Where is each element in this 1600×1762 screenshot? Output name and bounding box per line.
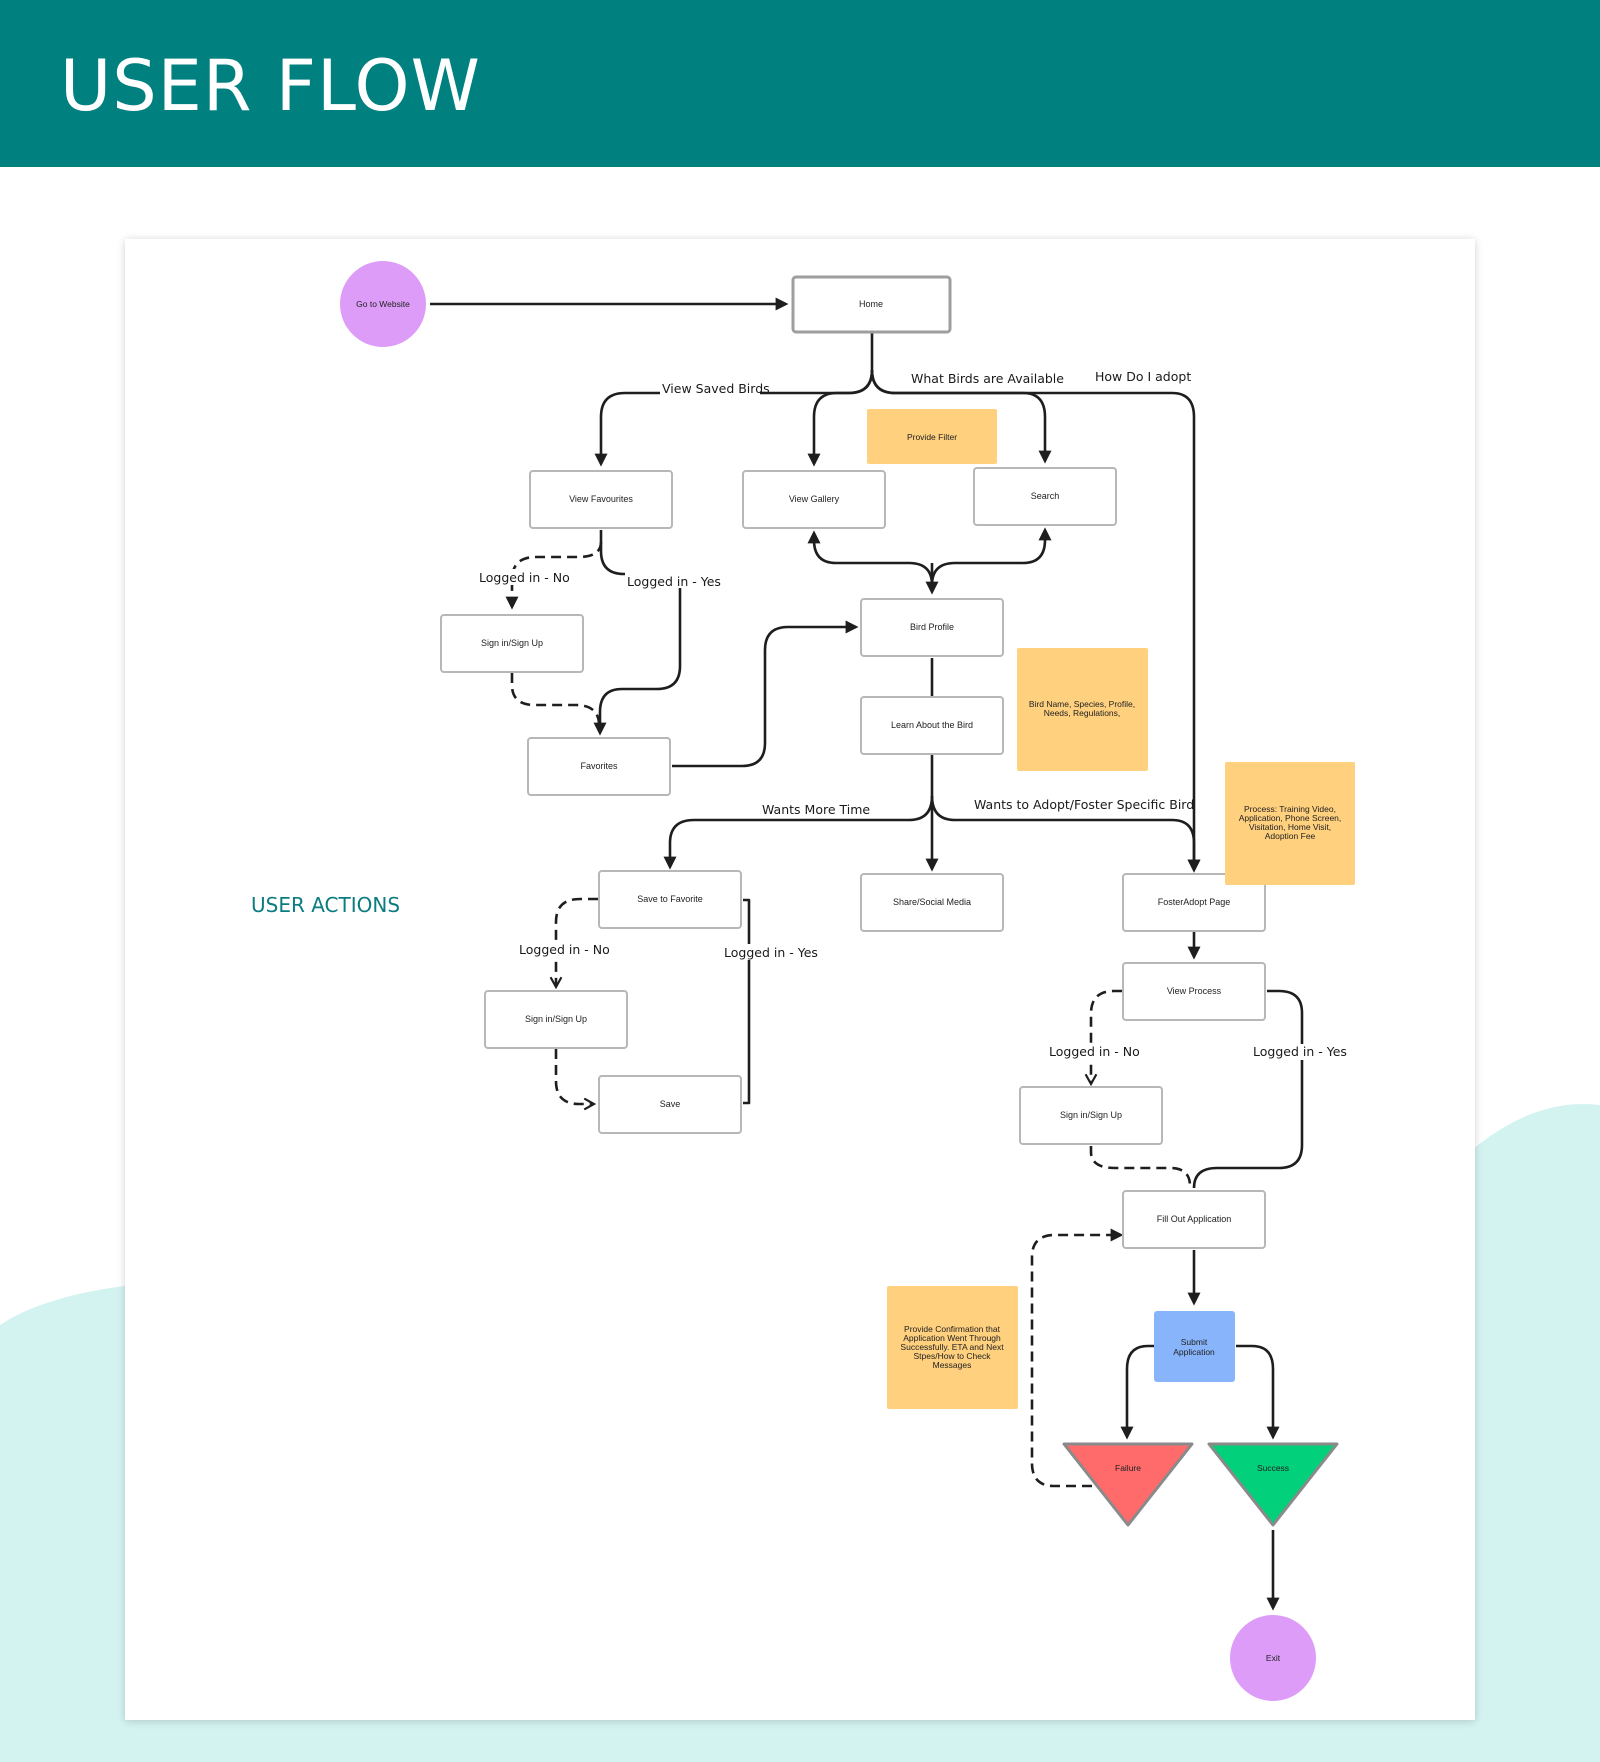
svg-text:Sign in/Sign Up: Sign in/Sign Up xyxy=(481,638,543,648)
node-home[interactable]: Home xyxy=(791,275,952,334)
svg-text:Stpes/How to Check: Stpes/How to Check xyxy=(913,1351,991,1361)
edge-signin1-favorites xyxy=(510,673,601,731)
edge-profile-search xyxy=(930,527,1052,586)
label-wants-adopt: Wants to Adopt/Foster Specific Bird xyxy=(974,797,1194,812)
svg-text:Messages: Messages xyxy=(933,1360,972,1370)
node-bird-profile[interactable]: Bird Profile xyxy=(860,598,1004,657)
edges xyxy=(430,297,1304,1611)
svg-text:View Favourites: View Favourites xyxy=(569,494,633,504)
page-header: USER FLOW xyxy=(0,0,1600,167)
edge-process-yes xyxy=(1192,989,1304,1189)
svg-text:Application: Application xyxy=(1173,1347,1215,1357)
svg-text:Bird Name, Species, Profile,: Bird Name, Species, Profile, xyxy=(1029,699,1135,709)
svg-text:Sign in/Sign Up: Sign in/Sign Up xyxy=(1060,1110,1122,1120)
svg-text:Success: Success xyxy=(1257,1463,1289,1473)
svg-text:Provide Confirmation that: Provide Confirmation that xyxy=(904,1324,1001,1334)
user-actions-label: USER ACTIONS xyxy=(251,893,401,917)
svg-text:Save to Favorite: Save to Favorite xyxy=(637,894,703,904)
label-logged-no-2: Logged in - No xyxy=(519,942,610,957)
label-logged-no-1: Logged in - No xyxy=(479,570,570,585)
svg-text:Learn About the Bird: Learn About the Bird xyxy=(891,720,973,730)
svg-text:Successfully. ETA and Next: Successfully. ETA and Next xyxy=(900,1342,1004,1352)
label-view-saved-birds: View Saved Birds xyxy=(662,381,770,396)
exit-node[interactable]: Exit xyxy=(1230,1615,1316,1701)
svg-text:Fill Out Application: Fill Out Application xyxy=(1157,1214,1232,1224)
edge-signin3-fill xyxy=(1089,1146,1192,1187)
svg-text:View Gallery: View Gallery xyxy=(789,494,840,504)
label-logged-yes-1: Logged in - Yes xyxy=(627,574,721,589)
svg-text:Application Went Through: Application Went Through xyxy=(903,1333,1001,1343)
edge-favorites-profile xyxy=(672,620,859,768)
svg-text:Provide Filter: Provide Filter xyxy=(907,432,957,442)
edge-submit-success xyxy=(1236,1344,1280,1440)
svg-text:FosterAdopt Page: FosterAdopt Page xyxy=(1158,897,1231,907)
svg-text:Visitation, Home Visit,: Visitation, Home Visit, xyxy=(1249,822,1331,832)
svg-text:Needs, Regulations,: Needs, Regulations, xyxy=(1044,708,1121,718)
edge-home-foster xyxy=(870,369,1201,873)
svg-text:Application, Phone Screen,: Application, Phone Screen, xyxy=(1239,813,1342,823)
edge-profile-gallery xyxy=(807,530,934,586)
node-save-to-favorite[interactable]: Save to Favorite xyxy=(598,870,742,929)
svg-text:Submit: Submit xyxy=(1181,1337,1208,1347)
start-label: Go to Website xyxy=(356,299,410,309)
node-submit[interactable]: Submit Application xyxy=(1154,1311,1235,1382)
svg-text:Sign in/Sign Up: Sign in/Sign Up xyxy=(525,1014,587,1024)
edge-home-gallery xyxy=(807,369,874,467)
label-how-adopt: How Do I adopt xyxy=(1095,369,1191,384)
node-save[interactable]: Save xyxy=(598,1075,742,1134)
edge-submit-failure xyxy=(1120,1344,1154,1440)
svg-text:Adoption Fee: Adoption Fee xyxy=(1265,831,1316,841)
note-process: Process: Training Video, Application, Ph… xyxy=(1225,762,1355,885)
note-bird-info: Bird Name, Species, Profile, Needs, Regu… xyxy=(1017,648,1148,771)
label-logged-yes-3: Logged in - Yes xyxy=(1253,1044,1347,1059)
node-view-gallery[interactable]: View Gallery xyxy=(742,470,886,529)
svg-text:Save: Save xyxy=(660,1099,681,1109)
note-provide-filter: Provide Filter xyxy=(867,409,997,464)
node-view-favourites[interactable]: View Favourites xyxy=(529,470,673,529)
edge-savefav-no xyxy=(556,897,598,987)
node-favorites[interactable]: Favorites xyxy=(527,737,671,796)
start-node[interactable]: Go to Website xyxy=(340,261,426,347)
node-learn-about[interactable]: Learn About the Bird xyxy=(860,696,1004,755)
node-sign-in-1[interactable]: Sign in/Sign Up xyxy=(440,614,584,673)
edge-labels: View Saved Birds What Birds are Availabl… xyxy=(477,369,1347,1060)
page-title: USER FLOW xyxy=(60,45,481,127)
edge-learn-foster xyxy=(930,795,1201,873)
exit-label: Exit xyxy=(1266,1653,1281,1663)
node-view-process[interactable]: View Process xyxy=(1122,962,1266,1021)
node-search[interactable]: Search xyxy=(973,467,1117,526)
svg-text:Process: Training Video,: Process: Training Video, xyxy=(1244,804,1336,814)
edge-savefav-yes xyxy=(743,898,751,1105)
node-fill-out[interactable]: Fill Out Application xyxy=(1122,1190,1266,1249)
label-what-birds: What Birds are Available xyxy=(911,371,1064,386)
edge-fav-yes xyxy=(593,530,682,736)
edge-home-favourites xyxy=(594,333,874,467)
node-success[interactable]: Success xyxy=(1207,1442,1339,1527)
node-foster-adopt[interactable]: FosterAdopt Page xyxy=(1122,873,1266,932)
svg-text:Share/Social Media: Share/Social Media xyxy=(893,897,971,907)
node-share-social[interactable]: Share/Social Media xyxy=(860,873,1004,932)
svg-text:Search: Search xyxy=(1031,491,1060,501)
svg-text:Home: Home xyxy=(859,299,883,309)
svg-text:View Process: View Process xyxy=(1167,986,1222,996)
label-logged-no-3: Logged in - No xyxy=(1049,1044,1140,1059)
node-sign-in-3[interactable]: Sign in/Sign Up xyxy=(1019,1086,1163,1145)
node-failure[interactable]: Failure xyxy=(1062,1442,1194,1527)
svg-text:Bird Profile: Bird Profile xyxy=(910,622,954,632)
svg-text:Failure: Failure xyxy=(1115,1463,1141,1473)
label-logged-yes-2: Logged in - Yes xyxy=(724,945,818,960)
svg-text:Favorites: Favorites xyxy=(580,761,618,771)
node-sign-in-2[interactable]: Sign in/Sign Up xyxy=(484,990,628,1049)
edge-process-no xyxy=(1091,989,1122,1084)
edge-signin2-save xyxy=(554,1049,594,1104)
edge-failure-retry xyxy=(1030,1228,1124,1488)
note-confirmation: Provide Confirmation that Application We… xyxy=(887,1286,1018,1409)
label-wants-more-time: Wants More Time xyxy=(762,802,870,817)
